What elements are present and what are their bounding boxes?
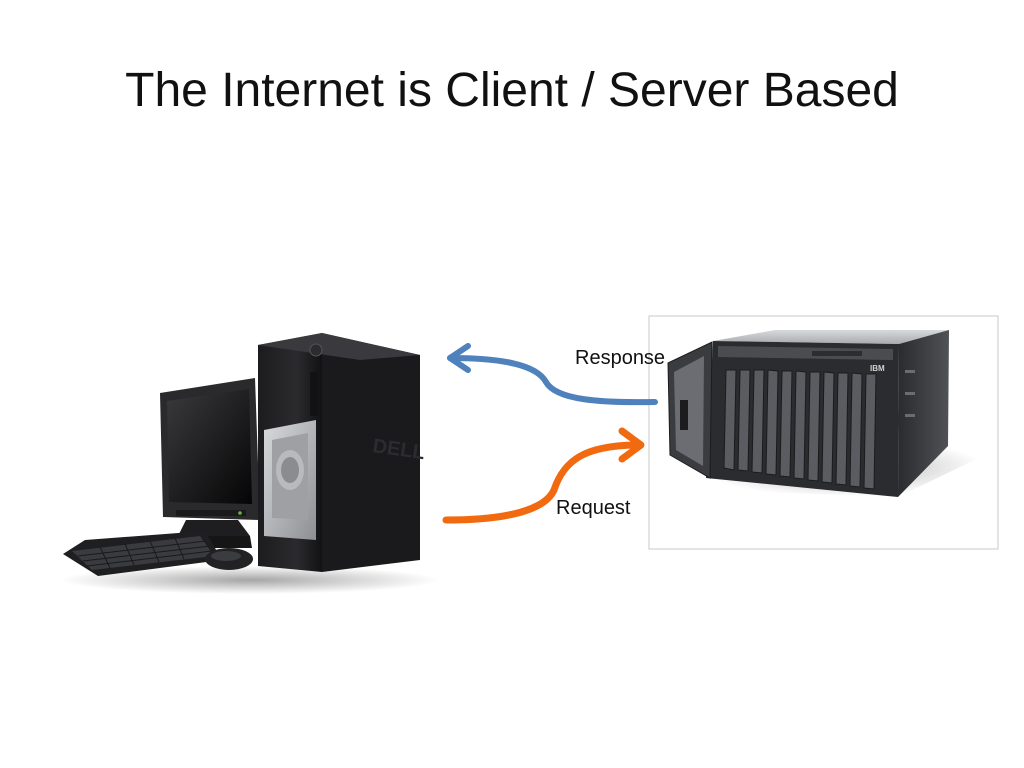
response-arrow: [447, 343, 658, 406]
response-label: Response: [575, 347, 666, 369]
slide-title: The Internet is Client / Server Based: [125, 64, 899, 117]
request-label: Request: [556, 497, 631, 519]
request-arrow: [442, 427, 645, 524]
server-blades: [723, 369, 877, 490]
keyboard: [63, 531, 222, 576]
desktop-computer-icon: DELL: [60, 333, 440, 594]
tower: DELL: [258, 333, 426, 572]
rack-server-icon: IBM: [667, 330, 985, 497]
server-brand: IBM: [870, 364, 885, 373]
monitor: [160, 378, 260, 548]
